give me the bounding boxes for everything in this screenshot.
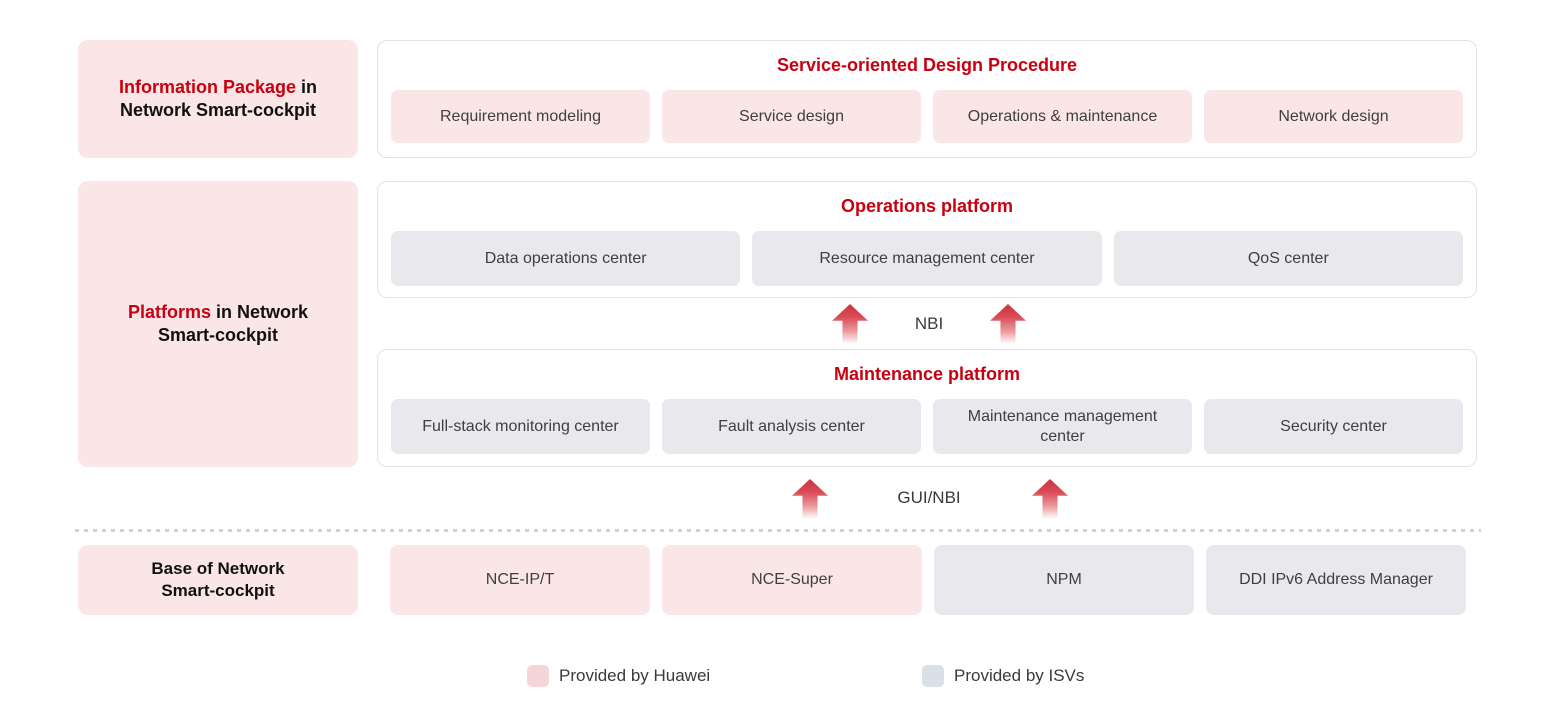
label-information-package: Information Package in Network Smart-coc… xyxy=(78,40,358,158)
up-arrow-icon xyxy=(990,304,1026,344)
panel-operations-platform: Operations platform Data operations cent… xyxy=(377,181,1477,298)
box-resource-management-center: Resource management center xyxy=(752,231,1102,286)
box-fault-analysis-center: Fault analysis center xyxy=(662,399,921,454)
label-platforms-highlight: Platforms xyxy=(127,301,211,322)
dashed-separator xyxy=(75,529,1481,532)
box-maintenance-management-center-text: Maintenance management center xyxy=(967,408,1158,445)
box-network-design: Network design xyxy=(1204,90,1463,143)
design-procedure-row: Requirement modeling Service design Oper… xyxy=(390,90,1464,143)
label-information-package-highlight: Information Package xyxy=(118,76,297,97)
maintenance-platform-row: Full-stack monitoring center Fault analy… xyxy=(390,399,1464,454)
box-full-stack-monitoring-center: Full-stack monitoring center xyxy=(391,399,650,454)
legend-isv-label: Provided by ISVs xyxy=(954,666,1085,685)
label-platforms: Platforms in Network Smart-cockpit xyxy=(78,181,358,467)
nbi-label: NBI xyxy=(914,314,944,333)
box-security-center: Security center xyxy=(1204,399,1463,454)
up-arrow-icon xyxy=(1032,479,1068,519)
label-base: Base of Network Smart-cockpit xyxy=(78,545,358,615)
box-npm: NPM xyxy=(934,545,1194,615)
panel-design-procedure: Service-oriented Design Procedure Requir… xyxy=(377,40,1477,158)
label-platforms-rest: in Network Smart-cockpit xyxy=(157,301,309,345)
legend-huawei-label: Provided by Huawei xyxy=(559,666,711,685)
box-operations-maintenance: Operations & maintenance xyxy=(933,90,1192,143)
label-platforms-text: Platforms in Network Smart-cockpit xyxy=(114,301,322,347)
label-information-package-text: Information Package in Network Smart-coc… xyxy=(114,76,322,122)
up-arrow-icon xyxy=(792,479,828,519)
box-data-operations-center: Data operations center xyxy=(391,231,741,286)
label-information-package-rest: in Network Smart-cockpit xyxy=(119,76,318,120)
panel-maintenance-platform-title: Maintenance platform xyxy=(833,364,1021,384)
box-ddi-ipv6-address-manager: DDI IPv6 Address Manager xyxy=(1206,545,1466,615)
box-maintenance-management-center: Maintenance management center xyxy=(933,399,1192,454)
gui-nbi-label: GUI/NBI xyxy=(897,488,961,507)
panel-operations-platform-title: Operations platform xyxy=(840,196,1014,216)
operations-platform-row: Data operations center Resource manageme… xyxy=(390,231,1464,286)
legend-huawei-swatch-icon xyxy=(527,665,549,687)
box-requirement-modeling: Requirement modeling xyxy=(391,90,650,143)
legend-isv-swatch-icon xyxy=(922,665,944,687)
up-arrow-icon xyxy=(832,304,868,344)
panel-maintenance-platform: Maintenance platform Full-stack monitori… xyxy=(377,349,1477,467)
box-nce-super: NCE-Super xyxy=(662,545,922,615)
panel-design-procedure-title: Service-oriented Design Procedure xyxy=(776,55,1078,75)
box-nce-ip-t: NCE-IP/T xyxy=(390,545,650,615)
box-qos-center: QoS center xyxy=(1113,231,1463,286)
box-service-design: Service design xyxy=(662,90,921,143)
label-base-text: Base of Network Smart-cockpit xyxy=(151,559,285,600)
